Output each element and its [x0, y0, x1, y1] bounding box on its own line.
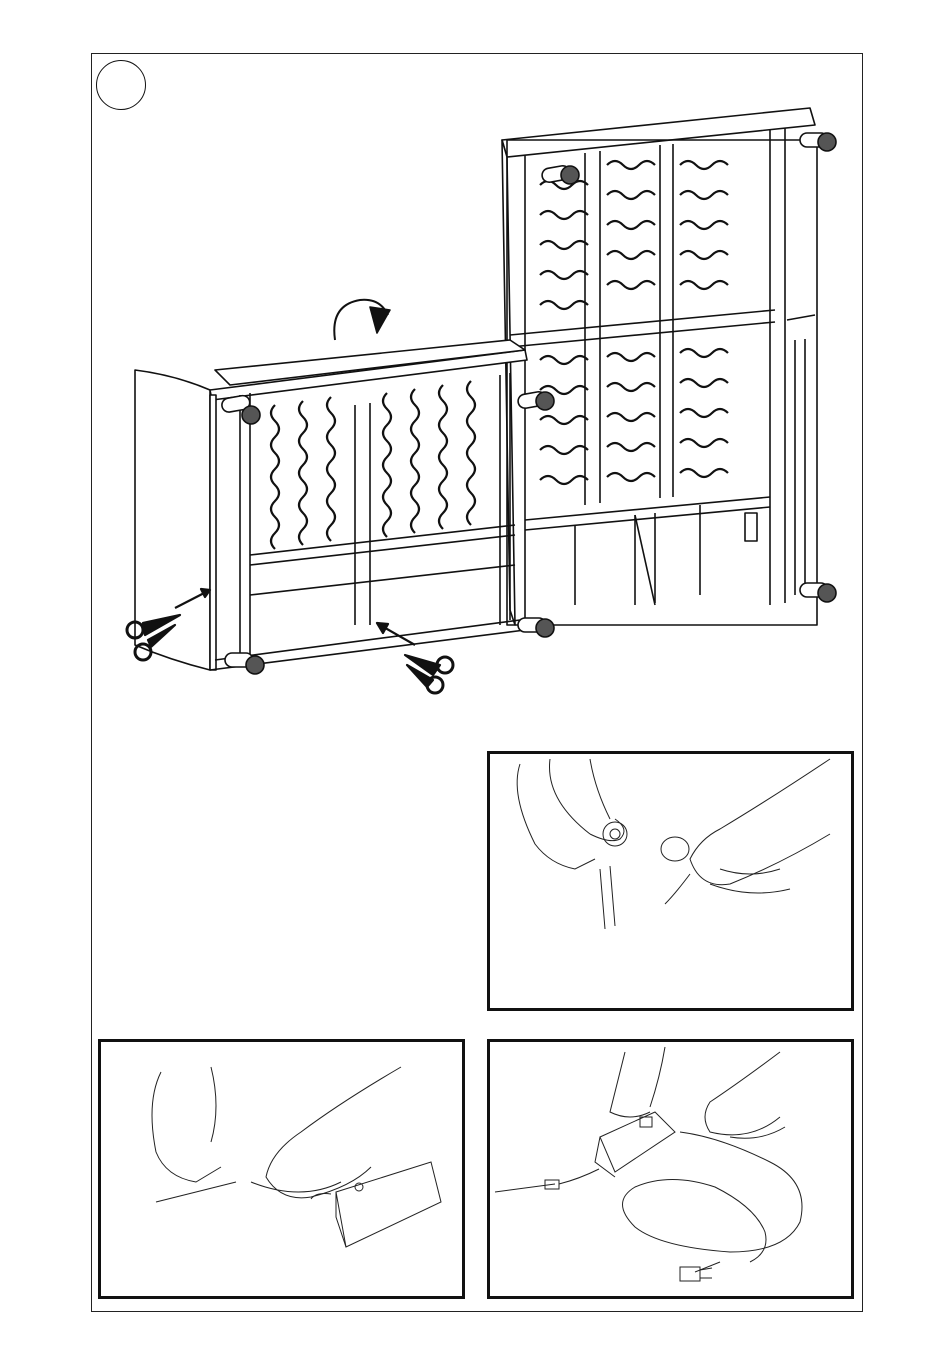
hand-icon	[610, 1047, 665, 1117]
hands-adapter-illustration	[101, 1042, 462, 1296]
hands-plugs-illustration	[490, 754, 851, 1008]
hand-icon	[690, 759, 830, 893]
hands-cord-illustration	[490, 1042, 851, 1296]
power-cord	[495, 1132, 802, 1272]
rotate-arrow-icon	[334, 300, 390, 340]
back-frame	[502, 108, 817, 625]
hand-icon	[705, 1052, 785, 1138]
power-adapter-icon	[595, 1112, 675, 1177]
hand-icon	[152, 1067, 236, 1202]
storage-compartments	[575, 505, 757, 605]
sofa-frame-illustration	[115, 95, 850, 705]
wall-plug-icon	[680, 1267, 712, 1281]
seat-frame	[135, 340, 527, 670]
panel-connect-power-adapter	[98, 1039, 465, 1299]
panel-connect-power-cord	[487, 1039, 854, 1299]
plug-icon	[603, 822, 690, 904]
legs	[221, 133, 836, 674]
panel-connect-cable-plugs	[487, 751, 854, 1011]
power-adapter-icon	[311, 1162, 441, 1247]
seat-springs	[271, 381, 475, 549]
